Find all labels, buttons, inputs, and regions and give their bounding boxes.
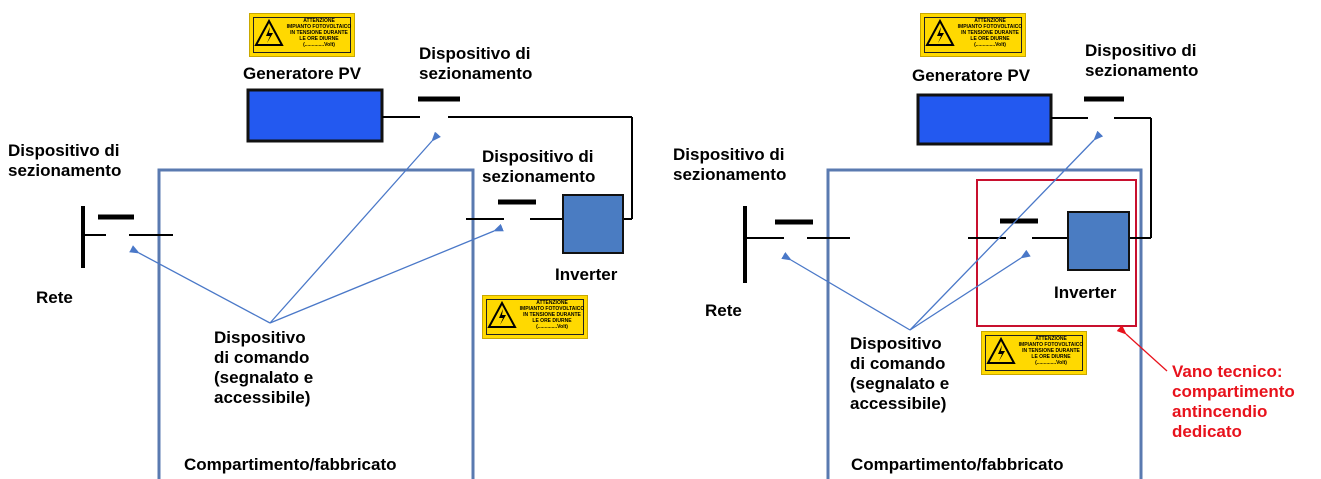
right-note-arrow bbox=[1116, 325, 1168, 372]
right-inverter-box bbox=[1067, 211, 1130, 271]
left-pv-switch bbox=[382, 96, 633, 220]
left-pv-panel bbox=[246, 88, 384, 143]
high-voltage-icon bbox=[986, 337, 1016, 364]
right-grid-switch bbox=[743, 206, 850, 283]
right-pv-panel bbox=[916, 93, 1053, 146]
right-building-label: Compartimento/fabbricato bbox=[851, 455, 1064, 474]
warning-sign-right-top: ATTENZIONE IMPIANTO FOTOVOLTAICO IN TENS… bbox=[920, 13, 1026, 57]
left-command-device-label: Dispositivo di comando (segnalato e acce… bbox=[214, 328, 314, 407]
left-building-label: Compartimento/fabbricato bbox=[184, 455, 397, 474]
left-inverter-switch bbox=[466, 199, 562, 220]
right-pv-generator-label: Generatore PV bbox=[912, 66, 1031, 85]
right-technical-room-note: Vano tecnico: compartimento antincendio … bbox=[1172, 362, 1295, 441]
right-command-arrows bbox=[781, 130, 1104, 331]
warning-sign-right-bottom: ATTENZIONE IMPIANTO FOTOVOLTAICO IN TENS… bbox=[981, 331, 1087, 375]
high-voltage-icon bbox=[925, 19, 955, 46]
right-grid-label: Rete bbox=[705, 301, 742, 320]
left-command-arrows bbox=[129, 131, 504, 324]
high-voltage-icon bbox=[487, 301, 517, 328]
left-inverter-box bbox=[562, 194, 624, 254]
left-grid-switch bbox=[81, 206, 173, 268]
warning-sign-text: ATTENZIONE IMPIANTO FOTOVOLTAICO IN TENS… bbox=[286, 18, 352, 48]
right-building-outline bbox=[826, 168, 1143, 479]
left-pv-generator-label: Generatore PV bbox=[243, 64, 362, 83]
warning-sign-left-top: ATTENZIONE IMPIANTO FOTOVOLTAICO IN TENS… bbox=[249, 13, 355, 57]
left-pv-switch-label: Dispositivo di sezionamento bbox=[419, 44, 533, 83]
warning-sign-left-bottom: ATTENZIONE IMPIANTO FOTOVOLTAICO IN TENS… bbox=[482, 295, 588, 339]
warning-sign-text: ATTENZIONE IMPIANTO FOTOVOLTAICO IN TENS… bbox=[957, 18, 1023, 48]
right-grid-switch-label: Dispositivo di sezionamento bbox=[673, 145, 787, 184]
right-inverter-switch bbox=[968, 218, 1068, 239]
right-pv-switch bbox=[1051, 96, 1152, 239]
right-technical-compartment bbox=[976, 179, 1137, 327]
left-inverter-switch-label: Dispositivo di sezionamento bbox=[482, 147, 596, 186]
high-voltage-icon bbox=[254, 19, 284, 46]
left-grid-label: Rete bbox=[36, 288, 73, 307]
left-inverter-label: Inverter bbox=[555, 265, 618, 284]
right-inverter-label: Inverter bbox=[1054, 283, 1117, 302]
warning-sign-text: ATTENZIONE IMPIANTO FOTOVOLTAICO IN TENS… bbox=[1018, 336, 1084, 366]
warning-sign-text: ATTENZIONE IMPIANTO FOTOVOLTAICO IN TENS… bbox=[519, 300, 585, 330]
right-pv-switch-label: Dispositivo di sezionamento bbox=[1085, 41, 1199, 80]
left-grid-switch-label: Dispositivo di sezionamento bbox=[8, 141, 122, 180]
left-building-outline bbox=[157, 168, 475, 479]
right-command-device-label: Dispositivo di comando (segnalato e acce… bbox=[850, 334, 950, 413]
